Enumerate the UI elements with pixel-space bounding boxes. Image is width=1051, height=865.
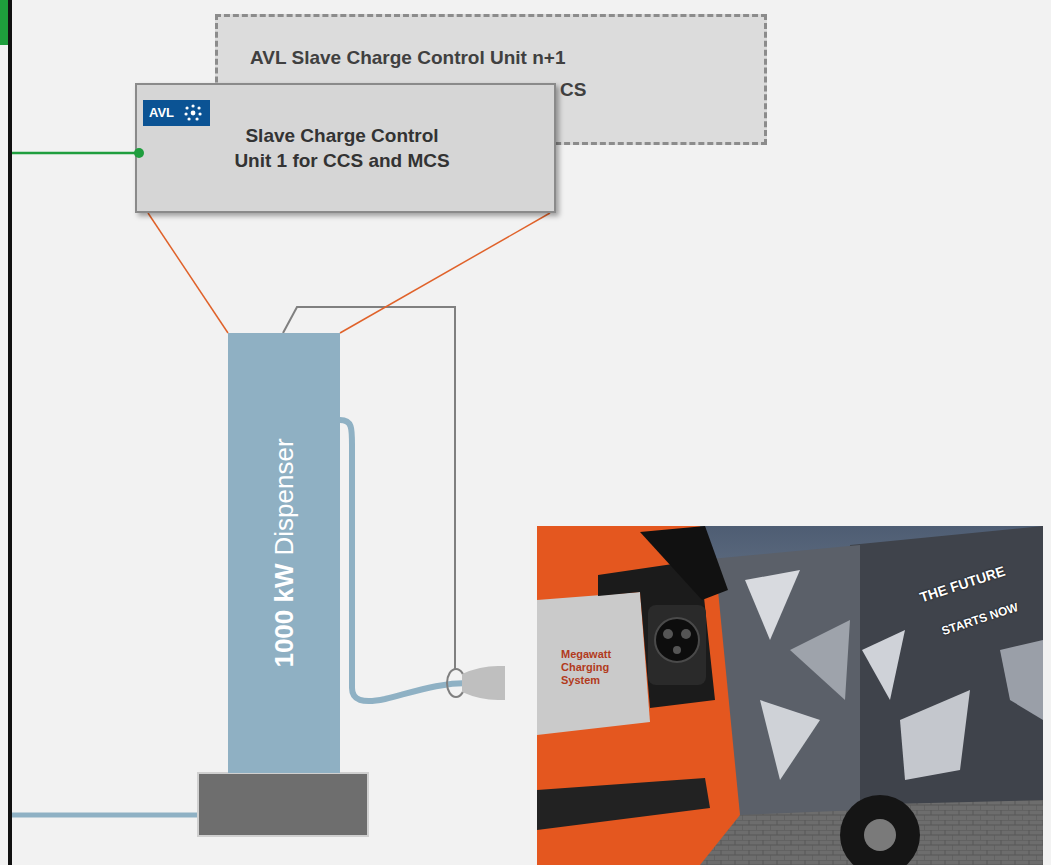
- dispenser: 1000 kW Dispenser: [228, 333, 340, 773]
- inlet-pin: [681, 629, 691, 639]
- truck-photo: [537, 526, 1043, 865]
- trailer: [850, 526, 1043, 805]
- inlet-frame: [648, 605, 706, 685]
- zoom-line: [340, 213, 550, 333]
- avl-symbol-dot: [195, 117, 198, 120]
- unit-title: AVL Slave Charge Control Unit n+1: [250, 47, 566, 69]
- camo-patch: [760, 700, 820, 780]
- charging-plug: [462, 666, 505, 700]
- avl-symbol-dot: [191, 111, 196, 116]
- avl-symbol-dot: [198, 112, 201, 115]
- camo-patch: [862, 630, 905, 700]
- sky: [537, 526, 1043, 865]
- power-line: [12, 813, 200, 818]
- dispenser-base: [198, 773, 368, 836]
- avl-logo: AVL: [143, 100, 210, 126]
- slave-unit-box: AVL Slave Charge Control Unit 1 for CCS a…: [135, 83, 556, 213]
- inlet-pin: [663, 629, 673, 639]
- cab-front: [537, 526, 740, 865]
- avl-symbol-dot: [187, 117, 190, 120]
- network-line: [12, 152, 139, 155]
- camo-patch: [1000, 640, 1043, 720]
- mcs-inlet: [655, 618, 699, 662]
- trailer-slogan: THE FUTURE: [918, 563, 1007, 606]
- charging-cable: [340, 420, 468, 701]
- power-rating: 1000 kW: [269, 563, 300, 667]
- camo-patch: [900, 690, 970, 780]
- unit-subtitle: CS: [560, 79, 586, 101]
- inlet-pin: [673, 646, 681, 654]
- truck-lettering: Megawatt Charging System: [561, 648, 625, 687]
- avl-symbol-dot: [197, 106, 200, 109]
- dispenser-label: 1000 kW Dispenser: [269, 438, 300, 667]
- wheel: [840, 795, 920, 865]
- bumper: [537, 778, 710, 830]
- inlet-flap: [640, 526, 728, 600]
- unit-title: Slave Charge Control Unit 1 for CCS and …: [231, 123, 453, 173]
- camo-patch: [745, 570, 800, 640]
- avl-symbol-dot: [184, 112, 187, 115]
- connection-dot: [134, 148, 144, 158]
- zoom-line: [148, 213, 228, 333]
- dispenser-name: Dispenser: [269, 438, 300, 555]
- trailer-slogan: STARTS NOW: [940, 600, 1020, 638]
- silver-panel: [537, 592, 650, 735]
- green-tab: [0, 0, 8, 45]
- avl-symbol-dot: [191, 104, 194, 107]
- left-bar: [8, 0, 12, 865]
- avl-symbol: [184, 104, 201, 120]
- camo-patch: [790, 620, 850, 700]
- avl-symbol-dot: [185, 106, 188, 109]
- wheel-hub: [864, 819, 896, 851]
